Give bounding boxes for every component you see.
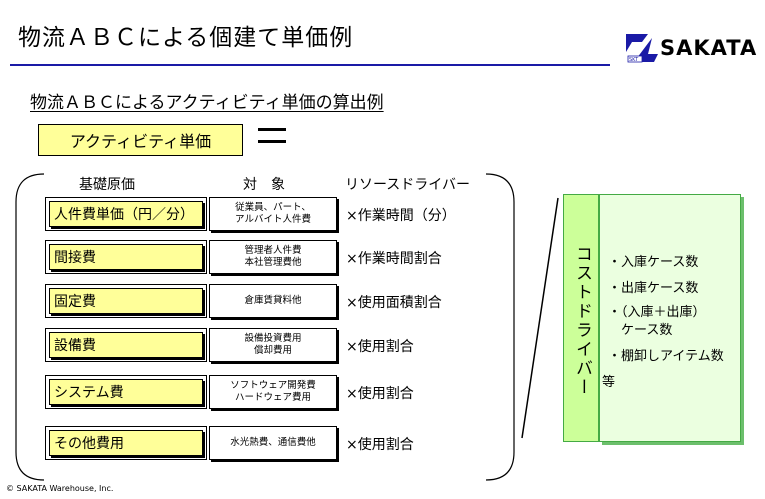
base-cost-label: システム費: [49, 379, 203, 405]
cost-row: 人件費単価（円／分） 従業員、パート、アルバイト人件費 ×作業時間（分）: [0, 197, 765, 237]
base-cost-label: 人件費単価（円／分）: [49, 201, 203, 227]
target-line1: 設備投資費用: [244, 333, 302, 344]
logo-mark-text: SKT: [629, 57, 639, 63]
target-box: 水光熱費、通信費他: [209, 426, 337, 460]
cost-row: 設備費 設備投資費用償却費用 ×使用割合: [0, 328, 765, 368]
divider-slash: [521, 197, 559, 439]
cost-driver-label: コストドライバー: [572, 245, 592, 397]
resource-driver: ×使用割合: [346, 339, 414, 355]
target-line2: 本社管理費他: [244, 257, 302, 268]
base-cost-label: 固定費: [49, 288, 203, 314]
target-box: 倉庫賃貸料他: [209, 284, 337, 318]
list-item: ・棚卸しアイテム数: [608, 349, 724, 364]
header-base-cost: 基礎原価: [76, 174, 138, 194]
target-line2: 償却費用: [253, 345, 292, 356]
base-cost-label: 設備費: [49, 332, 203, 358]
base-cost-label: その他費用: [49, 430, 203, 456]
base-cost-box: 固定費: [45, 284, 207, 318]
resource-driver: ×作業時間（分）: [346, 208, 456, 224]
grouping-bracket: [15, 173, 515, 481]
base-cost-box: その他費用: [45, 426, 207, 460]
target-line1: 管理者人件費: [244, 245, 302, 256]
header-resource-driver: リソースドライバー: [342, 174, 474, 194]
target-line2: アルバイト人件費: [235, 214, 311, 225]
target-box: ソフトウェア開発費ハードウェア費用: [209, 375, 337, 409]
resource-driver: ×使用面積割合: [346, 295, 442, 311]
base-cost-box: システム費: [45, 375, 207, 409]
subtitle: 物流ＡＢＣによるアクティビティ単価の算出例: [30, 93, 384, 113]
cost-row: 固定費 倉庫賃貸料他 ×使用面積割合: [0, 284, 765, 324]
target-line1: 倉庫賃貸料他: [244, 295, 302, 306]
resource-driver: ×使用割合: [346, 386, 414, 402]
target-line1: ソフトウェア開発費: [230, 380, 316, 391]
cost-row: 間接費 管理者人件費本社管理費他 ×作業時間割合: [0, 240, 765, 280]
cost-driver-bar: コストドライバー: [563, 194, 599, 442]
list-item: ・出庫ケース数: [608, 281, 699, 296]
target-line1: 水光熱費、通信費他: [230, 437, 316, 448]
sakata-logo-icon: [626, 34, 658, 63]
target-box: 管理者人件費本社管理費他: [209, 240, 337, 274]
list-item: ケース数: [608, 323, 673, 338]
copyright: © SAKATA Warehouse, Inc.: [6, 484, 114, 493]
cost-row: その他費用 水光熱費、通信費他 ×使用割合: [0, 426, 765, 466]
list-item: 等: [602, 375, 616, 390]
activity-unit-price-box: アクティビティ単価: [38, 124, 243, 156]
resource-driver: ×作業時間割合: [346, 251, 442, 267]
logo-text: SAKATA: [660, 36, 758, 60]
target-box: 設備投資費用償却費用: [209, 328, 337, 362]
target-line1: 従業員、パート、: [235, 202, 311, 213]
cost-row: システム費 ソフトウェア開発費ハードウェア費用 ×使用割合: [0, 375, 765, 415]
activity-unit-price-label: アクティビティ単価: [69, 132, 212, 151]
base-cost-box: 人件費単価（円／分）: [45, 197, 207, 231]
list-item: ・（入庫＋出庫）: [608, 305, 706, 320]
target-box: 従業員、パート、アルバイト人件費: [209, 197, 337, 231]
equals-sign: [258, 128, 286, 148]
target-line2: ハードウェア費用: [234, 392, 311, 403]
base-cost-box: 設備費: [45, 328, 207, 362]
page-title: 物流ＡＢＣによる個建て単価例: [18, 25, 354, 51]
base-cost-label: 間接費: [49, 244, 203, 270]
list-item: ・入庫ケース数: [608, 255, 699, 270]
header-target: 対 象: [240, 174, 288, 194]
title-underline: [10, 64, 610, 66]
cost-driver-list: ・入庫ケース数 ・出庫ケース数 ・（入庫＋出庫） ケース数 ・棚卸しアイテム数 …: [599, 194, 741, 442]
base-cost-box: 間接費: [45, 240, 207, 274]
resource-driver: ×使用割合: [346, 437, 414, 453]
